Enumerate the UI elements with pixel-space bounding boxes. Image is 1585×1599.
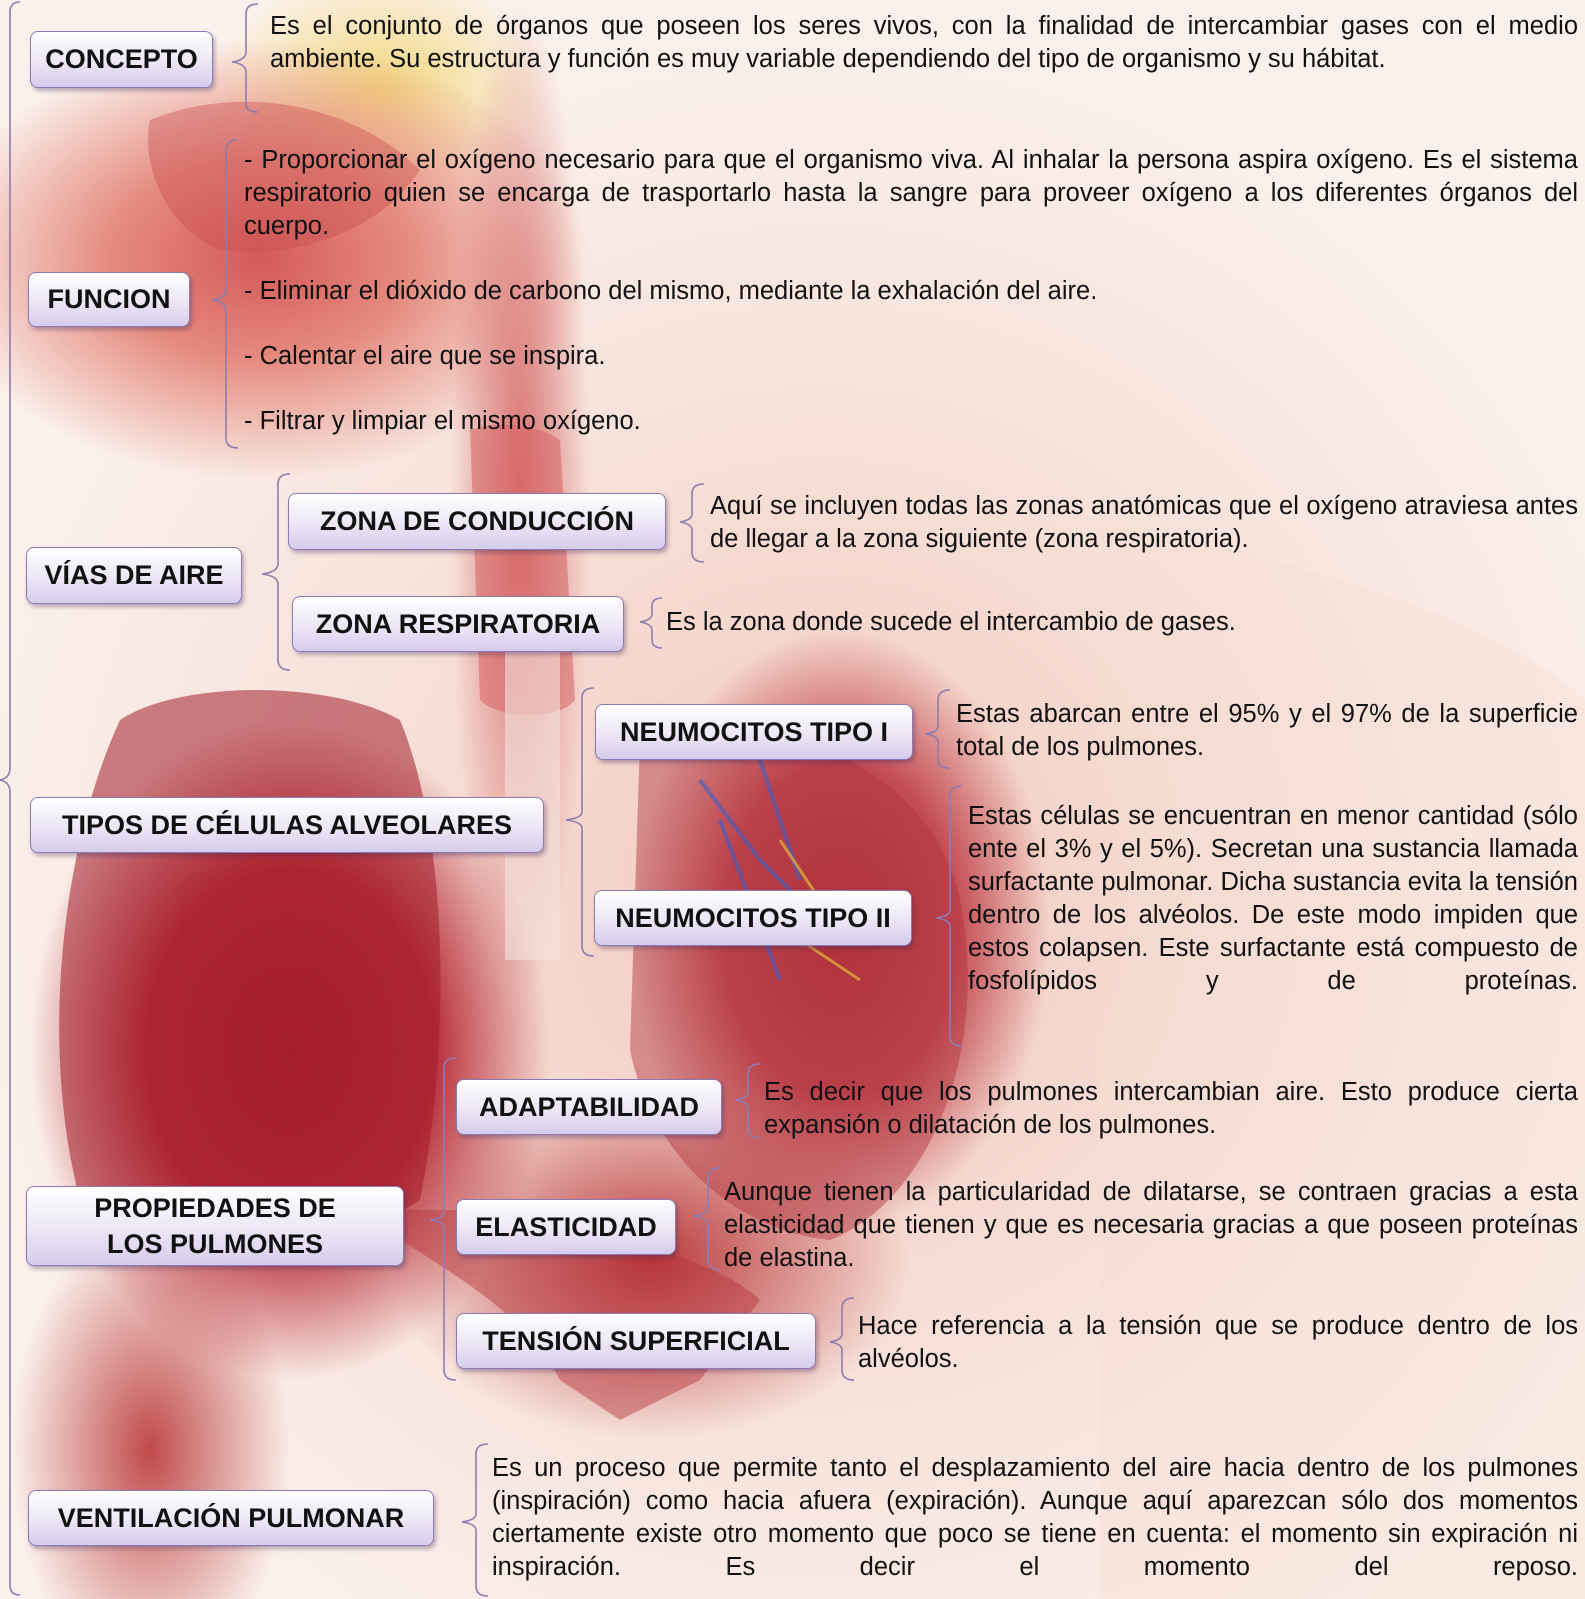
zona-conduccion-label: ZONA DE CONDUCCIÓN <box>320 503 634 539</box>
zona-conduccion-text: Aquí se incluyen todas las zonas anatómi… <box>710 490 1578 556</box>
propiedades-label: PROPIEDADES DE LOS PULMONES <box>65 1190 365 1263</box>
elasticidad-label: ELASTICIDAD <box>475 1209 657 1245</box>
celulas-node: TIPOS DE CÉLULAS ALVEOLARES <box>30 797 544 853</box>
concepto-node: CONCEPTO <box>30 31 213 88</box>
funcion-item: - Calentar el aire que se inspira. <box>244 340 1578 373</box>
adaptabilidad-label: ADAPTABILIDAD <box>479 1089 699 1125</box>
funcion-label: FUNCION <box>48 281 171 317</box>
neumocitos-tipo2-node: NEUMOCITOS TIPO II <box>594 890 912 946</box>
adaptabilidad-text: Es decir que los pulmones intercambian a… <box>764 1076 1578 1142</box>
propiedades-node: PROPIEDADES DE LOS PULMONES <box>26 1186 404 1266</box>
funcion-item: - Filtrar y limpiar el mismo oxígeno. <box>244 405 1578 438</box>
tension-superficial-label: TENSIÓN SUPERFICIAL <box>482 1323 790 1359</box>
tension-superficial-node: TENSIÓN SUPERFICIAL <box>456 1313 816 1369</box>
zona-respiratoria-label: ZONA RESPIRATORIA <box>316 606 601 642</box>
zona-respiratoria-text: Es la zona donde sucede el intercambio d… <box>666 606 1566 639</box>
tension-superficial-text: Hace referencia a la tensión que se prod… <box>858 1310 1578 1376</box>
funcion-text: - Proporcionar el oxígeno necesario para… <box>244 144 1578 438</box>
ventilacion-node: VENTILACIÓN PULMONAR <box>28 1490 434 1546</box>
ventilacion-text: Es un proceso que permite tanto el despl… <box>492 1452 1578 1584</box>
ventilacion-label: VENTILACIÓN PULMONAR <box>58 1500 405 1536</box>
adaptabilidad-node: ADAPTABILIDAD <box>456 1079 722 1135</box>
vias-label: VÍAS DE AIRE <box>44 557 223 593</box>
neumocitos-tipo2-text: Estas células se encuentran en menor can… <box>968 800 1578 998</box>
neumocitos-tipo2-label: NEUMOCITOS TIPO II <box>615 900 891 936</box>
neumocitos-tipo1-text: Estas abarcan entre el 95% y el 97% de l… <box>956 698 1578 764</box>
funcion-node: FUNCION <box>28 272 190 327</box>
vias-node: VÍAS DE AIRE <box>26 547 242 604</box>
elasticidad-node: ELASTICIDAD <box>456 1199 676 1255</box>
celulas-label: TIPOS DE CÉLULAS ALVEOLARES <box>62 807 512 843</box>
zona-conduccion-node: ZONA DE CONDUCCIÓN <box>288 493 666 550</box>
concepto-label: CONCEPTO <box>45 41 198 77</box>
elasticidad-text: Aunque tienen la particularidad de dilat… <box>724 1176 1578 1275</box>
zona-respiratoria-node: ZONA RESPIRATORIA <box>292 596 624 652</box>
neumocitos-tipo1-node: NEUMOCITOS TIPO I <box>595 704 913 760</box>
funcion-item: - Eliminar el dióxido de carbono del mis… <box>244 275 1578 308</box>
neumocitos-tipo1-label: NEUMOCITOS TIPO I <box>620 714 888 750</box>
concepto-text: Es el conjunto de órganos que poseen los… <box>270 10 1578 76</box>
funcion-item: - Proporcionar el oxígeno necesario para… <box>244 144 1578 243</box>
